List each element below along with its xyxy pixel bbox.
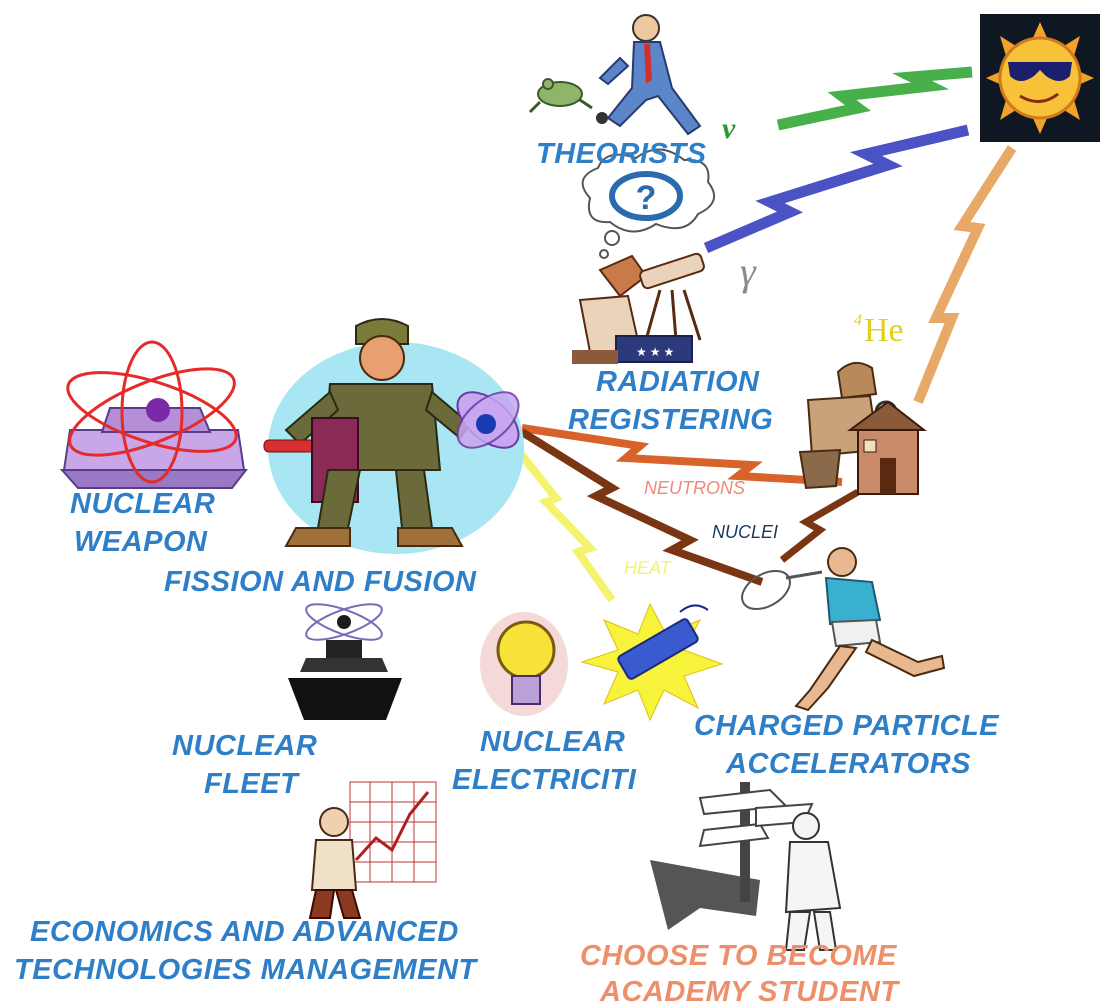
sun-with-sunglasses-icon [980,14,1100,142]
heat-label: HEAT [624,558,671,578]
detective-house-icon [798,361,927,495]
nuclei-ray-branch [779,488,860,563]
charged-line-1: CHARGED PARTICLE [694,710,999,742]
thought-cloud-icon: ? [581,148,716,259]
question-mark-icon: ? [609,171,683,221]
academy-line-2: ACADEMY STUDENT [600,976,899,1008]
economics-line-2: TECHNOLOGIES MANAGEMENT [14,954,477,986]
neutrino-symbol: ν [722,112,736,145]
svg-text:★ ★ ★: ★ ★ ★ [636,345,674,359]
radiation-line-1: RADIATION [596,366,760,398]
helium-symbol: He [864,312,904,349]
nuclear-weapon-line-1: NUCLEAR [70,488,216,520]
svg-text:?: ? [636,179,657,217]
atom-tank-icon [59,340,249,489]
nuclear-weapon-line-2: WEAPON [74,526,208,558]
economist-chart-icon [308,781,437,919]
radiation-line-2: REGISTERING [568,404,774,436]
nuclear-fleet-line-1: NUCLEAR [172,730,318,762]
nuclei-label: NUCLEI [712,522,779,542]
helium-ray [913,145,1017,404]
signpost-student-icon [650,782,842,951]
gamma-ray [703,124,970,254]
gamma-symbol: γ [740,249,756,294]
fission-fusion-label: FISSION AND FUSION [164,566,477,598]
charged-line-2: ACCELERATORS [726,748,971,780]
nuclei-ray [519,428,764,586]
light-bulb-icon [480,612,568,716]
worker-holding-atom-icon [263,318,524,554]
nuclear-electricity-line-1: NUCLEAR [480,726,626,758]
firecracker-icon [580,602,724,722]
nuclear-fleet-line-2: FLEET [204,768,299,800]
atom-ship-icon [288,603,402,720]
economics-line-1: ECONOMICS AND ADVANCED [30,916,459,948]
academy-line-1: CHOOSE TO BECOME [580,940,897,972]
frog-icon [528,78,593,114]
runner-with-net-icon [741,547,946,712]
theorists-label: THEORISTS [536,138,707,170]
astronomer-telescope-icon: ★ ★ ★ [572,252,705,364]
heat-ray [512,445,616,603]
theorist-man-icon [596,14,702,136]
helium-mass-number: 4 [854,312,862,329]
neutrons-label: NEUTRONS [644,478,746,498]
neutrino-ray [776,66,973,131]
nuclear-electricity-line-2: ELECTRICITI [452,764,637,796]
neutrons-ray [521,424,843,486]
